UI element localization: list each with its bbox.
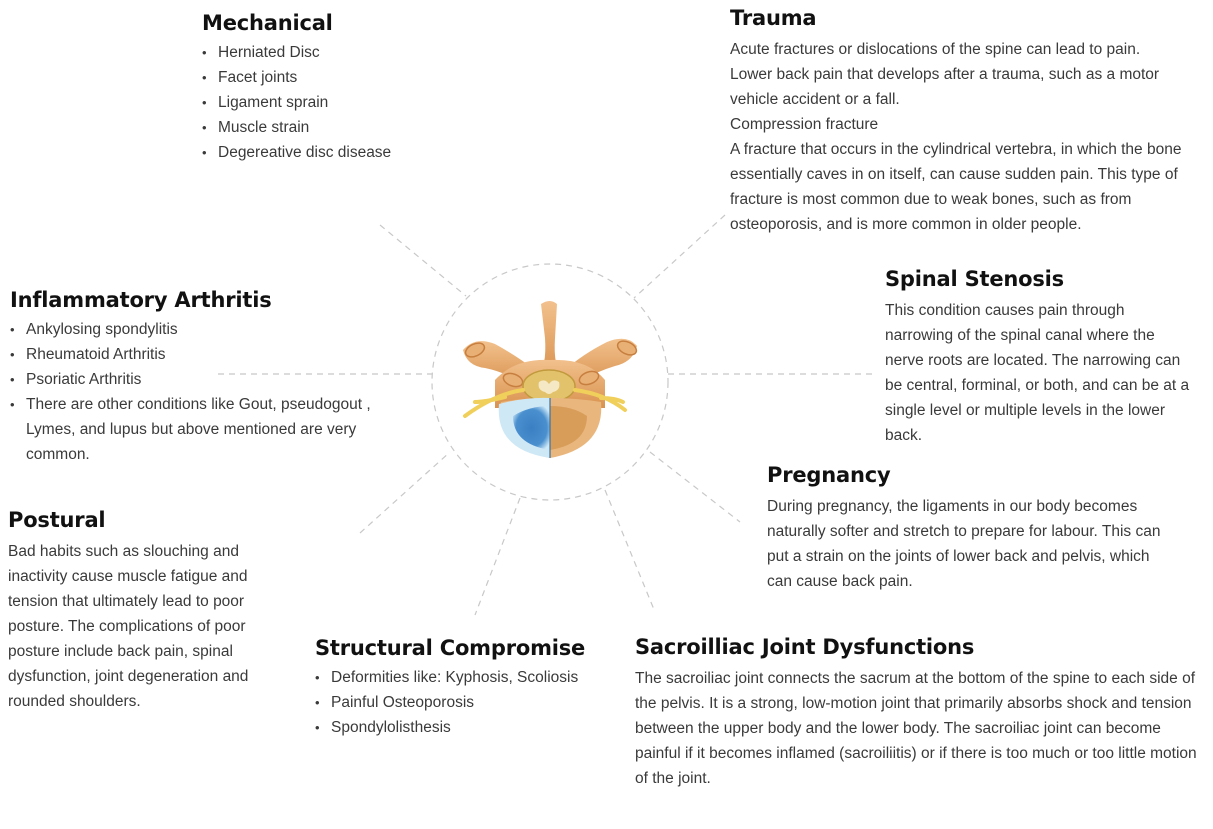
list-item: Rheumatoid Arthritis [10,342,410,367]
postural-text: Bad habits such as slouching and inactiv… [8,543,249,710]
list-item: Painful Osteoporosis [315,690,615,715]
trauma-text-1: Acute fractures or dislocations of the s… [730,41,1141,58]
mechanical-list: Herniated Disc Facet joints Ligament spr… [202,40,462,165]
section-inflammatory-arthritis: Inflammatory Arthritis Ankylosing spondy… [10,285,410,467]
trauma-text-2: Lower back pain that develops after a tr… [730,66,1160,108]
list-item: Facet joints [202,65,462,90]
inflammatory-list: Ankylosing spondylitis Rheumatoid Arthri… [10,317,410,467]
section-structural-compromise: Structural Compromise Deformities like: … [315,633,615,740]
postural-title: Postural [8,508,106,532]
list-item: Spondylolisthesis [315,715,615,740]
list-item: Ligament sprain [202,90,462,115]
connector-sacroiliac [604,489,656,613]
list-item: Herniated Disc [202,40,462,65]
mechanical-title: Mechanical [202,11,333,35]
list-item: Deformities like: Kyphosis, Scoliosis [315,665,615,690]
connector-mechanical [379,224,467,297]
sacroiliac-text: The sacroiliac joint connects the sacrum… [635,670,1197,787]
list-item: Degereative disc disease [202,140,462,165]
section-trauma: Trauma Acute fractures or dislocations o… [730,3,1205,237]
section-spinal-stenosis: Spinal Stenosis This condition causes pa… [885,264,1195,448]
connector-trauma [633,214,726,299]
list-item: There are other conditions like Gout, ps… [10,392,410,467]
section-postural: Postural Bad habits such as slouching an… [8,505,293,714]
structural-title: Structural Compromise [315,636,586,660]
list-item: Psoriatic Arthritis [10,367,410,392]
trauma-text-3: A fracture that occurs in the cylindrica… [730,141,1182,233]
pregnancy-title: Pregnancy [767,463,891,487]
section-sacroiliac-joint: Sacroilliac Joint Dysfunctions The sacro… [635,632,1205,791]
connector-postural [359,451,451,534]
structural-list: Deformities like: Kyphosis, Scoliosis Pa… [315,665,615,740]
inflammatory-title: Inflammatory Arthritis [10,288,272,312]
sacroiliac-title: Sacroilliac Joint Dysfunctions [635,635,975,659]
center-circle [431,263,669,501]
connector-structural [474,497,521,616]
stenosis-text: This condition causes pain through narro… [885,302,1190,444]
connector-pregnancy [649,451,741,523]
section-mechanical: Mechanical Herniated Disc Facet joints L… [202,8,462,165]
section-pregnancy: Pregnancy During pregnancy, the ligament… [767,460,1167,594]
list-item: Muscle strain [202,115,462,140]
trauma-title: Trauma [730,6,817,30]
vertebra-illustration [463,301,638,458]
stenosis-title: Spinal Stenosis [885,267,1064,291]
list-item: Ankylosing spondylitis [10,317,410,342]
pregnancy-text: During pregnancy, the ligaments in our b… [767,498,1161,590]
trauma-subheading: Compression fracture [730,116,879,133]
